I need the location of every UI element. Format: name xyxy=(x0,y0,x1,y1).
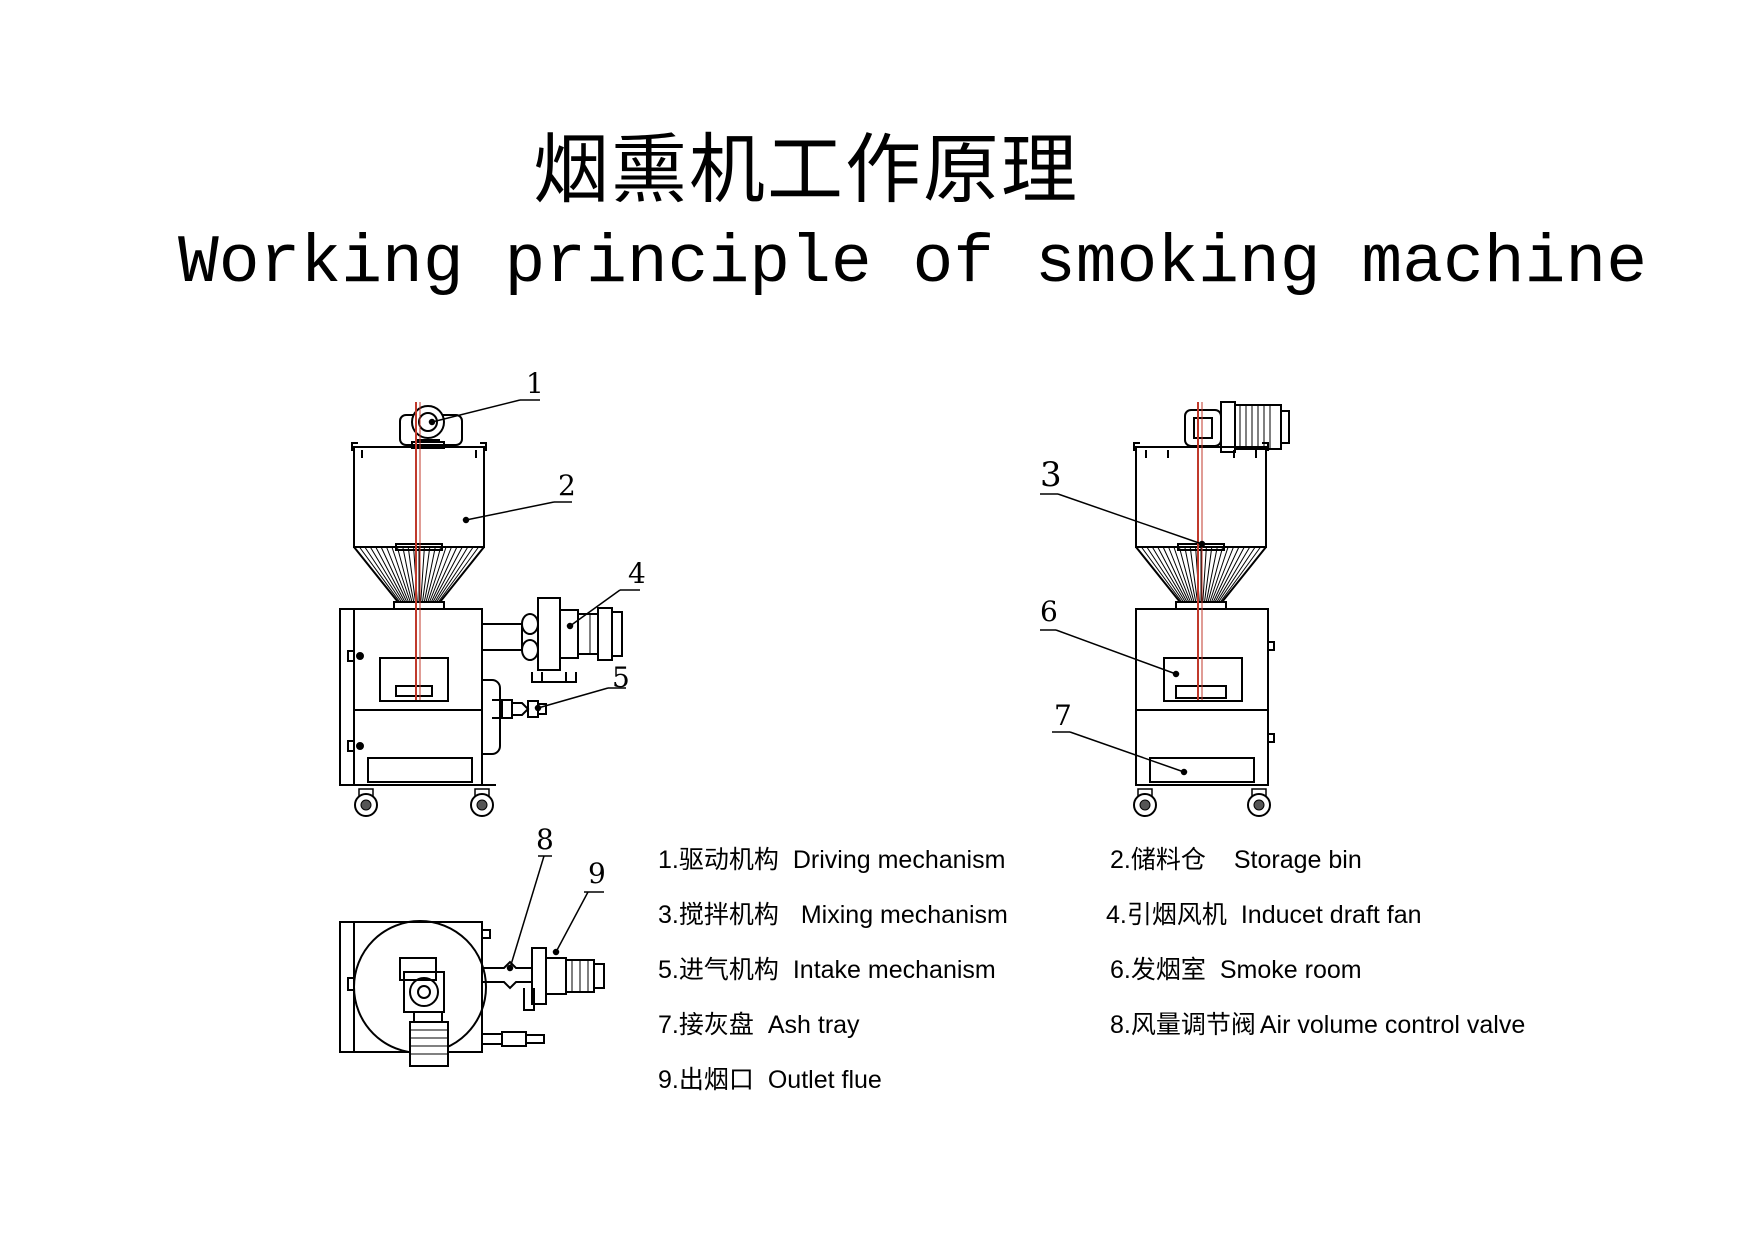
cabinet-side xyxy=(1135,608,1275,786)
legend-item: 4.引烟风机 Inducet draft fan xyxy=(1106,903,1422,928)
legend-cn: 6.发烟室 xyxy=(1110,956,1206,984)
storage-bin-front xyxy=(351,442,487,610)
legend-item: 7.接灰盘 Ash tray xyxy=(658,1013,860,1038)
callout-7: 7 xyxy=(1054,699,1072,732)
legend-en: Storage bin xyxy=(1233,846,1362,874)
drive-motor-front xyxy=(399,405,463,449)
legend-en: Intake mechanism xyxy=(792,956,996,984)
legend-item: 6.发烟室 Smoke room xyxy=(1110,958,1362,983)
callout-8: 8 xyxy=(536,823,554,856)
legend-cn: 3.搅拌机构 xyxy=(658,901,779,929)
legend-cn: 9.出烟口 xyxy=(658,1066,754,1094)
top-view xyxy=(339,920,605,1067)
legend-en: Driving mechanism xyxy=(792,846,1006,874)
legend-cn: 8.风量调节阀 xyxy=(1110,1011,1256,1039)
storage-bin-side xyxy=(1133,442,1269,610)
callout-leaders xyxy=(428,399,1206,972)
callout-2: 2 xyxy=(558,469,576,502)
legend-cn: 7.接灰盘 xyxy=(658,1011,754,1039)
legend-cn: 4.引烟风机 xyxy=(1106,901,1227,929)
legend-cn: 1.驱动机构 xyxy=(658,846,779,874)
legend-en: Ash tray xyxy=(767,1011,860,1039)
legend-item: 1.驱动机构 Driving mechanism xyxy=(658,848,1005,873)
callout-4: 4 xyxy=(628,557,646,590)
callout-6: 6 xyxy=(1040,595,1058,628)
legend-item: 2.储料仓 Storage bin xyxy=(1110,848,1362,873)
side-view xyxy=(1133,401,1290,817)
legend-en: Inducet draft fan xyxy=(1240,901,1422,929)
legend-item: 9.出烟口 Outlet flue xyxy=(658,1068,882,1093)
callout-5: 5 xyxy=(612,661,630,694)
title-english: Working principle of smoking machine xyxy=(178,225,1648,302)
cabinet-front xyxy=(339,608,496,786)
callout-1: 1 xyxy=(526,367,544,400)
legend-en: Outlet flue xyxy=(767,1066,882,1094)
legend-en: Smoke room xyxy=(1219,956,1362,984)
callout-3: 3 xyxy=(1040,455,1062,495)
legend-item: 3.搅拌机构 Mixing mechanism xyxy=(658,903,1008,928)
title-chinese: 烟熏机工作原理 xyxy=(533,125,1079,214)
draft-fan-front xyxy=(482,597,623,683)
legend-en: Mixing mechanism xyxy=(800,901,1008,929)
front-view xyxy=(339,402,623,817)
callout-9: 9 xyxy=(588,857,606,890)
intake-mechanism-front xyxy=(482,679,547,755)
drive-motor-side xyxy=(1184,401,1290,453)
legend-cn: 2.储料仓 xyxy=(1110,846,1206,874)
legend-cn: 5.进气机构 xyxy=(658,956,779,984)
legend-en: Air volume control valve xyxy=(1259,1011,1526,1039)
legend-item: 5.进气机构 Intake mechanism xyxy=(658,958,996,983)
